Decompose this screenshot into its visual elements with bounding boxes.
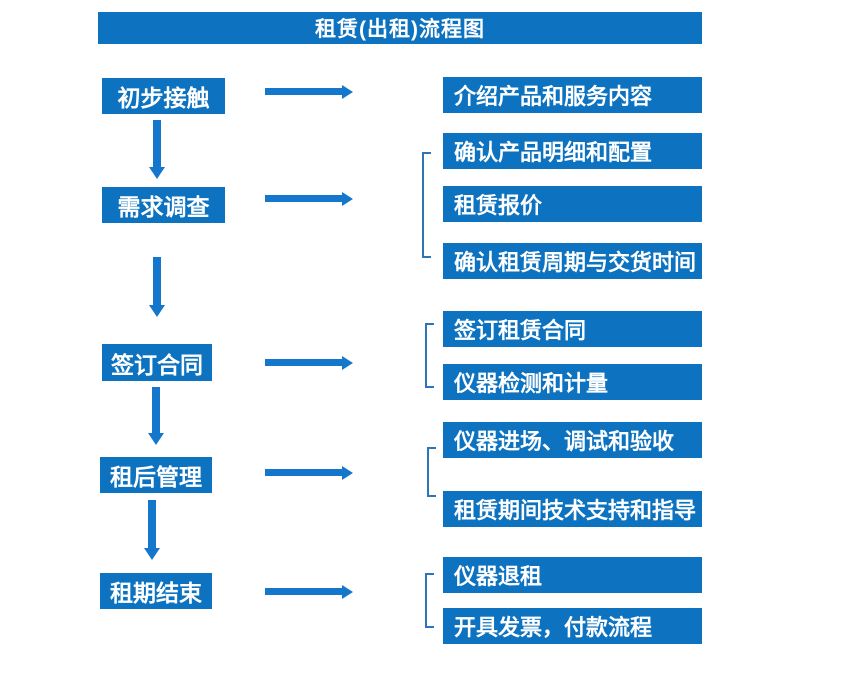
stage-box-initial-contact: 初步接触 (102, 78, 225, 114)
group-bracket (425, 323, 434, 388)
group-bracket (425, 573, 434, 628)
detail-box-instrument-setup: 仪器进场、调试和验收 (443, 422, 702, 458)
arrow-down-icon (149, 120, 165, 179)
arrow-right-icon (265, 466, 353, 480)
detail-box-introduce-products: 介绍产品和服务内容 (443, 77, 702, 113)
detail-box-sign-rental-contract: 签订租赁合同 (443, 311, 702, 347)
stage-box-rental-end: 租期结束 (100, 573, 212, 609)
detail-box-instrument-return: 仪器退租 (443, 557, 702, 593)
group-bracket (422, 152, 431, 258)
arrow-down-icon (144, 500, 160, 560)
arrow-right-icon (265, 356, 353, 370)
arrow-down-icon (149, 257, 165, 317)
arrow-right-icon (265, 85, 353, 99)
stage-box-demand-survey: 需求调查 (102, 187, 225, 223)
detail-box-confirm-product-config: 确认产品明细和配置 (443, 133, 702, 169)
arrow-down-icon (148, 387, 164, 445)
detail-box-confirm-period-delivery: 确认租赁周期与交货时间 (443, 243, 702, 279)
stage-box-sign-contract: 签订合同 (102, 344, 212, 381)
group-bracket (427, 447, 436, 497)
detail-box-tech-support: 租赁期间技术支持和指导 (443, 491, 702, 527)
arrow-right-icon (265, 192, 353, 206)
flowchart-title: 租赁(出租)流程图 (98, 12, 702, 44)
detail-box-invoice-payment: 开具发票，付款流程 (443, 608, 702, 644)
detail-box-rental-quote: 租赁报价 (443, 186, 702, 222)
arrow-right-icon (265, 585, 353, 599)
stage-box-post-rental-management: 租后管理 (100, 457, 212, 493)
detail-box-instrument-testing: 仪器检测和计量 (443, 364, 702, 400)
